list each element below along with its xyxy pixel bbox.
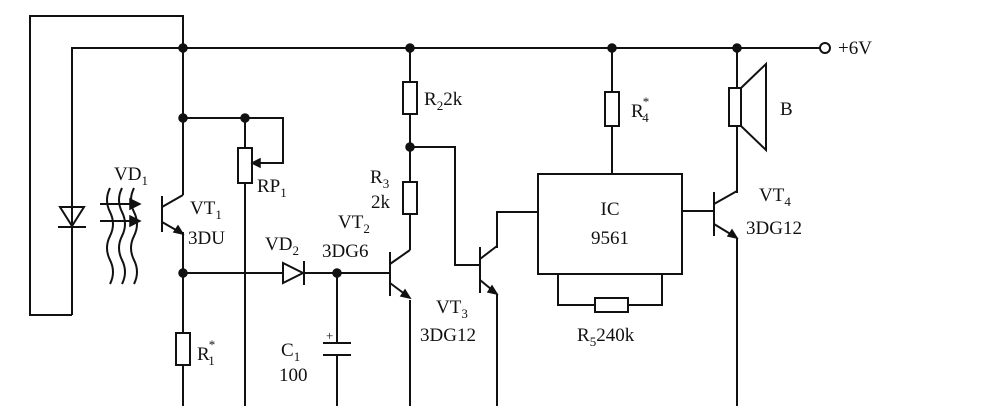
junction-dots: [178, 43, 742, 278]
vt1-transistor-symbol: [161, 194, 185, 236]
vt3-label: VT3: [436, 297, 468, 321]
vd2-label: VD2: [265, 234, 299, 258]
r5-resistor-symbol: [594, 297, 629, 313]
c1-polarity-mark: +: [326, 328, 333, 343]
ic-block: [537, 173, 683, 275]
r2-label: R22k: [424, 89, 463, 113]
c1-capacitor-symbol: [323, 342, 351, 356]
vt4-label: VT4: [759, 185, 791, 209]
c1-value: 100: [279, 365, 308, 386]
vd1-led-symbol: [58, 187, 142, 285]
r5-label: R5240k: [577, 325, 635, 349]
rp1-potentiometer-symbol: [237, 147, 261, 184]
r1-label: R*1: [197, 337, 215, 368]
wires: [29, 15, 820, 406]
vd1-label: VD1: [114, 164, 148, 188]
r3-resistor-symbol: [402, 181, 418, 215]
vt2-transistor-symbol: [389, 249, 412, 300]
vt3-part: 3DG12: [420, 325, 476, 346]
r2-resistor-symbol: [402, 81, 418, 115]
vt2-part: 3DG6: [322, 241, 368, 262]
r3-value: 2k: [371, 192, 391, 213]
vt3-transistor-symbol: [479, 245, 499, 296]
vt4-part: 3DG12: [746, 218, 802, 239]
vt2-label: VT2: [338, 212, 370, 236]
supply-terminal: [819, 42, 831, 54]
vt1-label: VT1: [190, 198, 222, 222]
led-loop: [29, 15, 184, 316]
r1-resistor-symbol: [175, 332, 191, 366]
rp1-label: RP1: [257, 176, 287, 200]
r4-label: R*4: [631, 94, 649, 125]
vt4-transistor-symbol: [713, 190, 739, 240]
speaker-label: B: [780, 99, 793, 120]
c1-label: C1: [281, 340, 300, 364]
vd2-diode-symbol: [282, 261, 306, 285]
speaker-symbol: [728, 61, 767, 153]
r4-resistor-symbol: [604, 91, 620, 127]
ic-part: 9561: [591, 228, 629, 249]
supply-label: +6V: [838, 38, 872, 59]
r3-label: R3: [370, 167, 389, 191]
ic-name: IC: [601, 199, 620, 220]
rp1-top-wire: [183, 117, 284, 164]
vt1-part: 3DU: [188, 228, 225, 249]
